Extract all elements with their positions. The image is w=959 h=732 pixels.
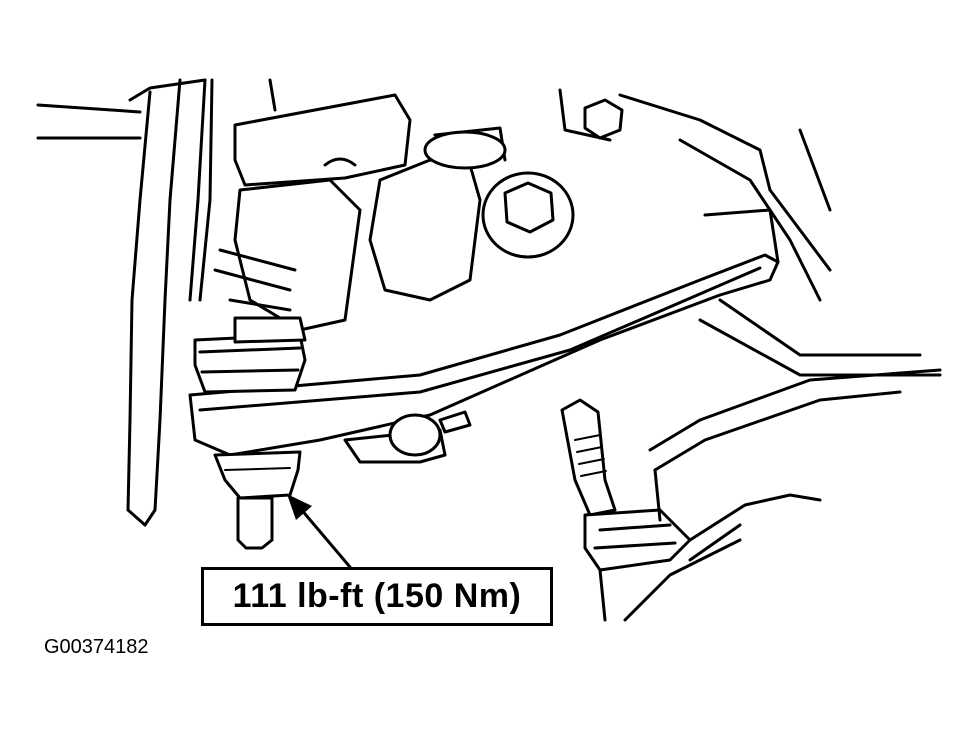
tie-rod-end — [560, 398, 692, 622]
frame-rail — [36, 78, 207, 140]
callout-arrow — [287, 494, 352, 569]
small-nut — [558, 88, 624, 142]
torque-callout-box: 111 lb-ft (150 Nm) — [201, 567, 553, 626]
ball-joint — [193, 316, 307, 394]
knuckle — [213, 78, 412, 332]
sway-link — [343, 410, 472, 464]
torque-label: 111 lb-ft (150 Nm) — [232, 577, 522, 615]
figure-id: G00374182 — [44, 636, 149, 658]
frame-member — [126, 78, 214, 527]
body-panel — [618, 93, 942, 377]
pivot-bolt — [481, 171, 575, 259]
lower-stud-nut — [213, 450, 302, 550]
knuckle-boss — [368, 126, 507, 302]
lower-housing — [623, 368, 942, 622]
